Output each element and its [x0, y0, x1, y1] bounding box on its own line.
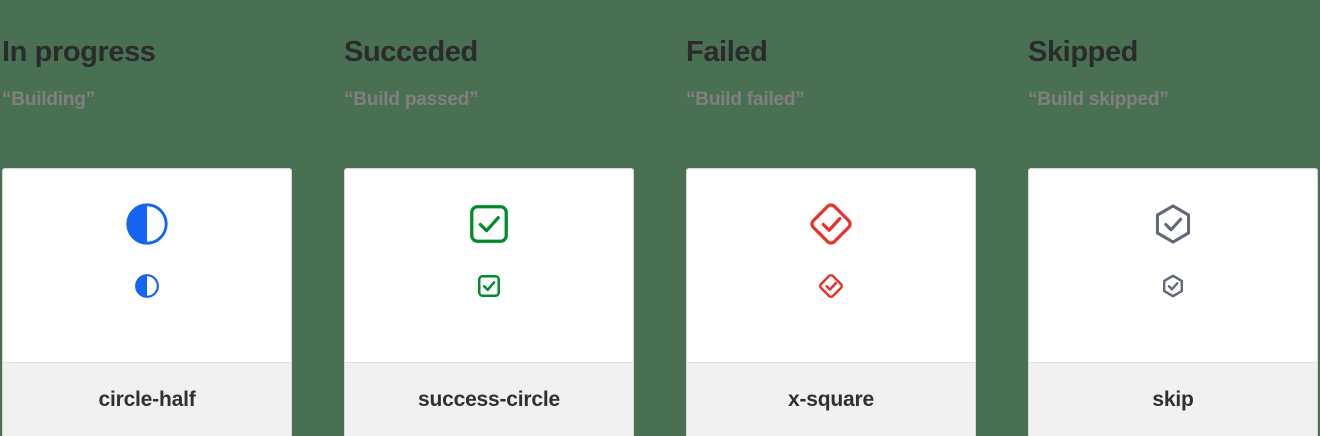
column-heading: Succeded: [344, 36, 478, 68]
card-icon-preview: [1029, 169, 1317, 362]
icon-card-skip[interactable]: skip: [1028, 168, 1318, 436]
x-square-icon-small: [818, 273, 844, 299]
icon-card-x-square[interactable]: x-square: [686, 168, 976, 436]
icon-card-success-circle[interactable]: success-circle: [344, 168, 634, 436]
card-footer: x-square: [687, 362, 975, 436]
column-heading: In progress: [2, 36, 156, 68]
column-subheading: “Build skipped”: [1028, 89, 1169, 110]
card-icon-preview: [345, 169, 633, 362]
status-column-succeded: Succeded “Build passed” su: [344, 0, 686, 436]
status-column-failed: Failed “Build failed”: [686, 0, 1028, 436]
success-circle-icon-small: [476, 273, 502, 299]
column-heading: Failed: [686, 36, 768, 68]
card-footer: success-circle: [345, 362, 633, 436]
column-subheading: “Build failed”: [686, 89, 805, 110]
circle-half-icon: [124, 201, 170, 247]
card-icon-preview: [687, 169, 975, 362]
card-footer: circle-half: [3, 362, 291, 436]
card-label: success-circle: [418, 387, 560, 411]
circle-half-icon-small: [134, 273, 160, 299]
skip-icon-small: [1160, 273, 1186, 299]
skip-icon: [1150, 201, 1196, 247]
column-subheading: “Build passed”: [344, 89, 479, 110]
x-square-icon: [808, 201, 854, 247]
card-label: skip: [1152, 387, 1194, 411]
card-label: circle-half: [98, 387, 196, 411]
card-footer: skip: [1029, 362, 1317, 436]
icon-card-circle-half[interactable]: circle-half: [2, 168, 292, 436]
success-circle-icon: [466, 201, 512, 247]
status-column-in-progress: In progress “Building” cir: [2, 0, 344, 436]
status-column-skipped: Skipped “Build skipped” sk: [1028, 0, 1320, 436]
card-label: x-square: [788, 387, 874, 411]
column-subheading: “Building”: [2, 89, 95, 110]
column-heading: Skipped: [1028, 36, 1138, 68]
card-icon-preview: [3, 169, 291, 362]
